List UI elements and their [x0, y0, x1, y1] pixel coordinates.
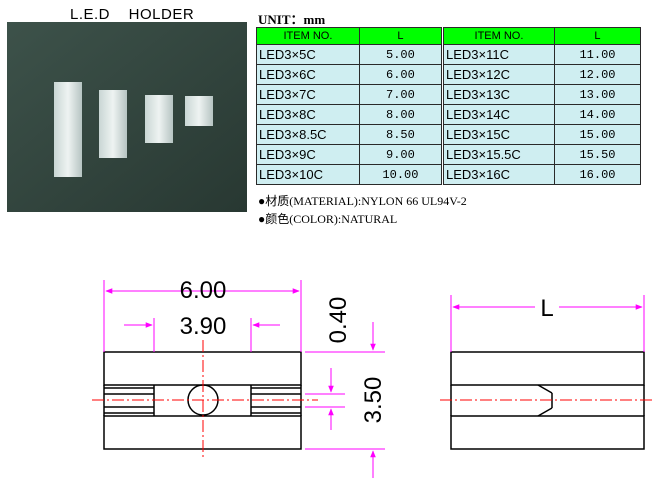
item-no: LED3×15C	[443, 124, 555, 145]
length-value: 11.00	[553, 44, 642, 65]
color-note: ●颜色(COLOR):NATURAL	[258, 212, 398, 226]
header-length: L	[553, 27, 642, 45]
length-value: 5.00	[358, 44, 443, 65]
side-view	[450, 351, 645, 450]
holder-piece	[185, 96, 213, 126]
header-item-no: ITEM NO.	[256, 27, 360, 45]
length-value: 16.00	[553, 164, 642, 185]
holder-piece	[54, 82, 82, 177]
dim-inner-label: 3.90	[180, 313, 227, 340]
length-value: 9.00	[358, 144, 443, 165]
item-no: LED3×12C	[443, 64, 555, 85]
length-value: 7.00	[358, 84, 443, 105]
item-no: LED3×9C	[256, 144, 360, 165]
item-no: LED3×16C	[443, 164, 555, 185]
item-no: LED3×5C	[256, 44, 360, 65]
item-no: LED3×8C	[256, 104, 360, 125]
dim-gap-label: 0.40	[325, 297, 352, 344]
unit-label: UNIT：mm	[258, 12, 326, 27]
material-note: ●材质(MATERIAL):NYLON 66 UL94V-2	[258, 194, 467, 208]
page-title: L.E.D HOLDER	[70, 6, 195, 23]
dim-length-label: L	[540, 295, 553, 322]
item-no: LED3×8.5C	[256, 124, 360, 145]
item-no: LED3×10C	[256, 164, 360, 185]
dim-width-label: 6.00	[180, 277, 227, 304]
item-no: LED3×6C	[256, 64, 360, 85]
length-value: 15.50	[553, 144, 642, 165]
product-photo	[7, 22, 247, 212]
holder-piece	[145, 95, 173, 143]
item-no: LED3×15.5C	[443, 144, 555, 165]
length-value: 8.00	[358, 104, 443, 125]
dim-height-label: 3.50	[360, 377, 387, 424]
item-no: LED3×13C	[443, 84, 555, 105]
holder-piece	[99, 90, 127, 158]
item-no: LED3×7C	[256, 84, 360, 105]
length-value: 10.00	[358, 164, 443, 185]
length-value: 13.00	[553, 84, 642, 105]
length-value: 6.00	[358, 64, 443, 85]
length-value: 14.00	[553, 104, 642, 125]
item-no: LED3×14C	[443, 104, 555, 125]
length-value: 8.50	[358, 124, 443, 145]
